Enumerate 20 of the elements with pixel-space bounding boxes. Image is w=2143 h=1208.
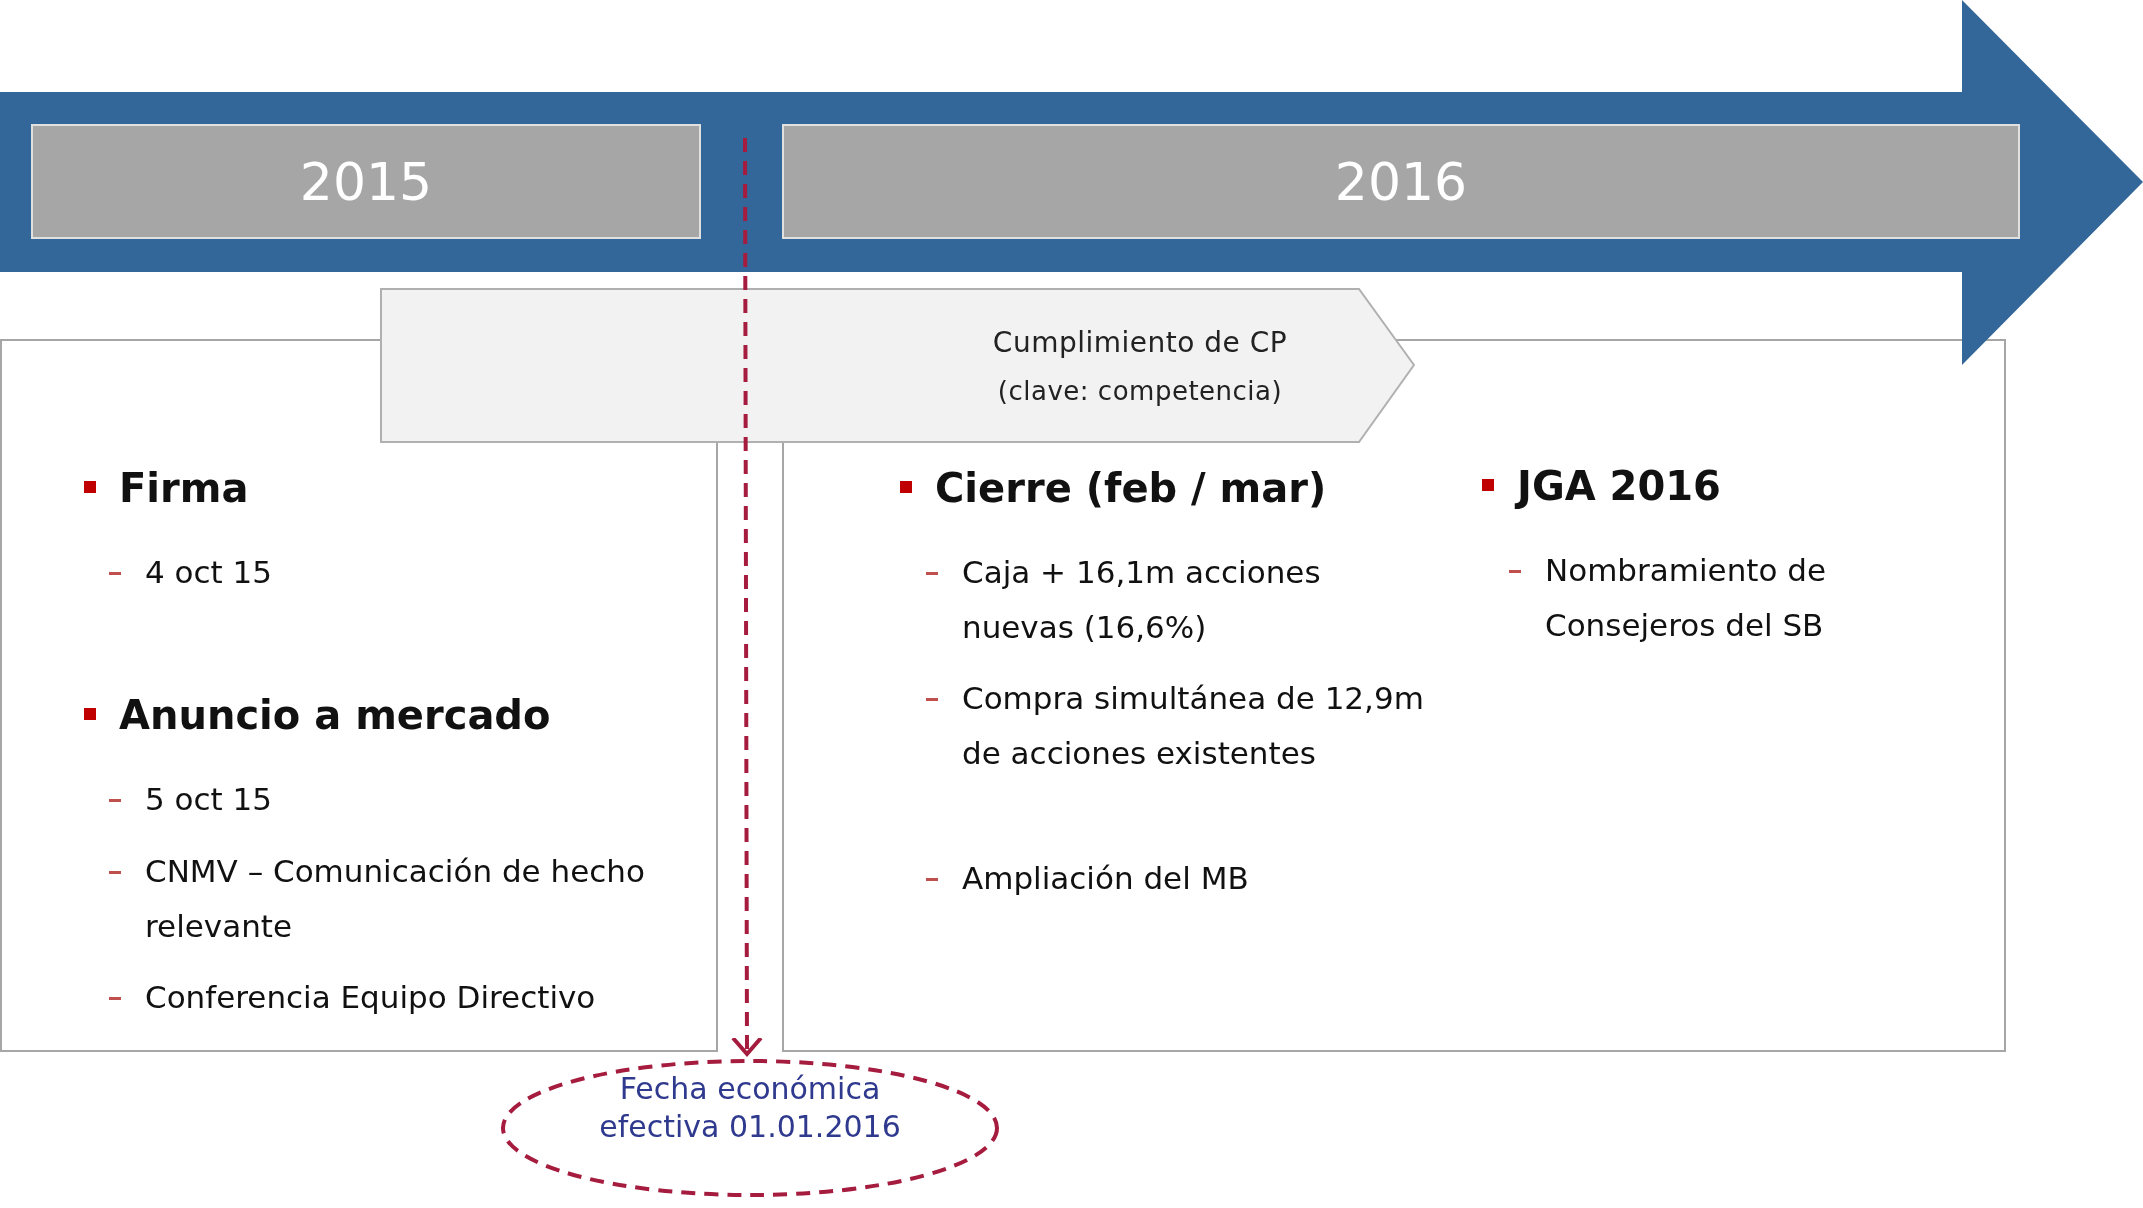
chevron-text: Cumplimiento de CP	[991, 326, 1289, 359]
dashed-arrow	[730, 138, 763, 1056]
ellipse-text: Fecha económica efectiva 01.01.2016	[598, 1070, 902, 1146]
section-heading: Firma	[119, 465, 249, 511]
section-heading: Cierre (feb / mar)	[935, 465, 1327, 511]
year-box: 2015	[31, 124, 701, 239]
list-item: Ampliación del MB	[962, 859, 1250, 898]
list-item: Compra simultánea de 12,9m de acciones existentes	[962, 679, 1425, 773]
dashed-ellipse	[501, 1059, 999, 1197]
list-item: Caja + 16,1m acciones nuevas (16,6%)	[962, 553, 1322, 647]
list-item: Conferencia Equipo Directivo	[145, 978, 597, 1017]
list-item: 4 oct 15	[145, 553, 274, 592]
list-item: CNMV – Comunicación de hecho relevante	[145, 852, 646, 946]
section-heading: Anuncio a mercado	[119, 692, 551, 738]
list-item: 5 oct 15	[145, 780, 274, 819]
list-item: Nombramiento de Consejeros del SB	[1545, 551, 1828, 645]
chevron-text: (clave: competencia)	[996, 376, 1284, 406]
chevron-shape	[380, 288, 1415, 443]
content-panel	[0, 339, 718, 1052]
year-box: 2016	[782, 124, 2020, 239]
